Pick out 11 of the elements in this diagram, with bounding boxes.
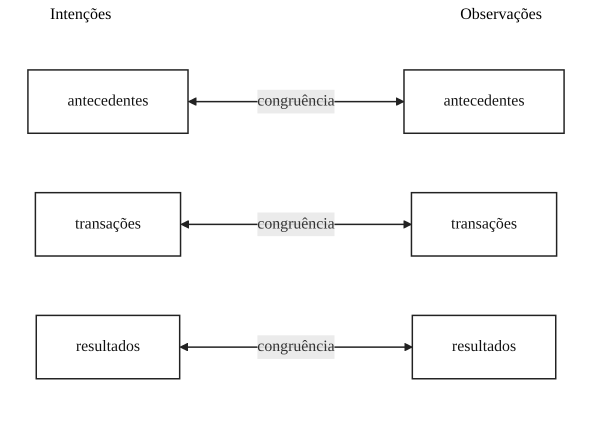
edge-label: congruência	[257, 338, 335, 356]
column-heading: Intenções	[50, 6, 112, 24]
edge-label: congruência	[257, 92, 335, 110]
edge-label: congruência	[257, 216, 335, 232]
node-box: antecedentes	[403, 69, 565, 134]
node-box: resultados	[36, 314, 180, 380]
node-box: transações	[34, 192, 182, 257]
node-box: resultados	[412, 314, 556, 380]
node-box: transações	[410, 192, 558, 257]
column-heading: Observações	[460, 6, 542, 24]
node-box: antecedentes	[27, 69, 189, 134]
